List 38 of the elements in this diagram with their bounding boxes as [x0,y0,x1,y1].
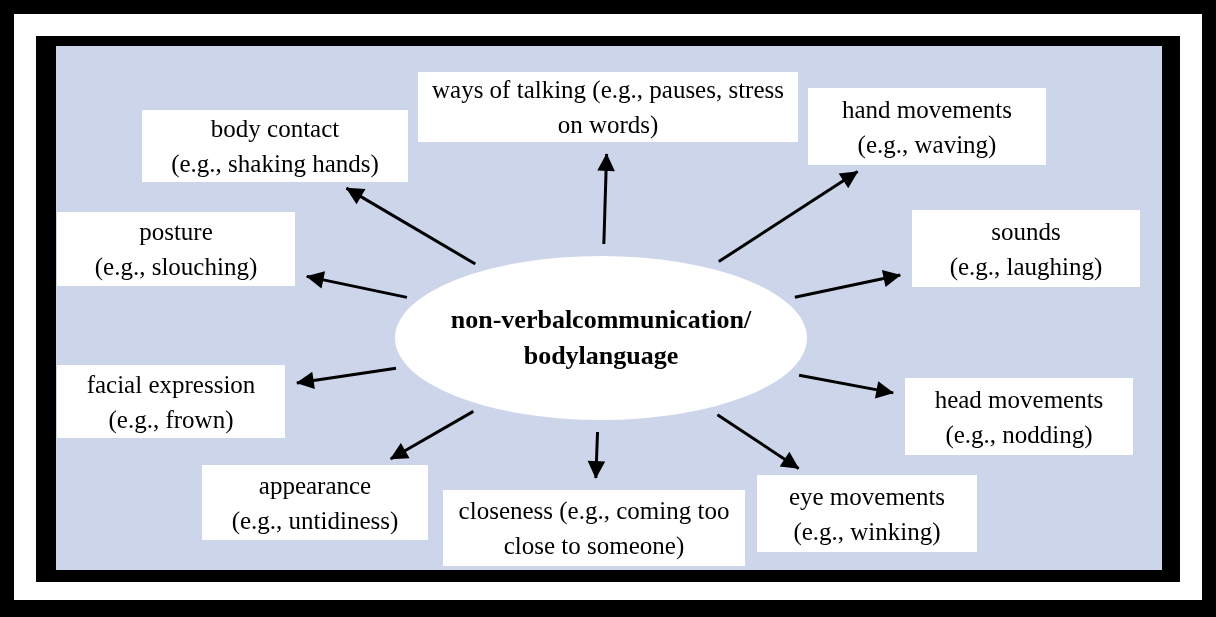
category-text: (e.g., winking) [793,516,941,548]
category-text: (e.g., frown) [108,404,234,436]
arrow [718,170,859,263]
category-text: appearance [258,470,372,501]
center-text: non-verbalcommunication/ bodylanguage [449,303,753,372]
category-text: sounds [991,216,1061,247]
label-box [142,110,408,182]
arrow [597,153,615,245]
arrow [794,269,901,299]
category-text: (e.g., shaking hands) [171,149,379,180]
category-text: (e.g., nodding) [945,419,1093,451]
category-text: body contact [210,114,340,144]
category-text: closeness (e.g., coming too close to someone) [457,496,731,561]
category-text: facial expression [86,369,256,400]
arrow [587,431,606,479]
arrow [389,410,475,461]
category-text: head movements [934,384,1104,415]
label-box [912,210,1140,287]
category-text: (e.g., slouching) [94,252,258,282]
category-text: posture [139,217,213,247]
category-text: (e.g., waving) [857,129,997,161]
label-box [757,475,977,552]
label-box [57,365,285,438]
category-text: hand movements [841,94,1013,125]
label-box [202,465,428,540]
label-box [808,88,1046,165]
category-text: ways of talking (e.g., pauses, stress on words) [431,75,785,140]
arrow [798,373,894,399]
arrow [296,366,397,390]
label-box [443,490,745,566]
label-box [905,378,1133,455]
arrow [716,413,800,470]
arrow [306,271,408,299]
category-text: eye movements [788,481,946,512]
category-text: (e.g., laughing) [949,251,1103,282]
arrow [345,186,477,266]
category-text: (e.g., untidiness) [231,505,399,536]
label-box [57,212,295,286]
